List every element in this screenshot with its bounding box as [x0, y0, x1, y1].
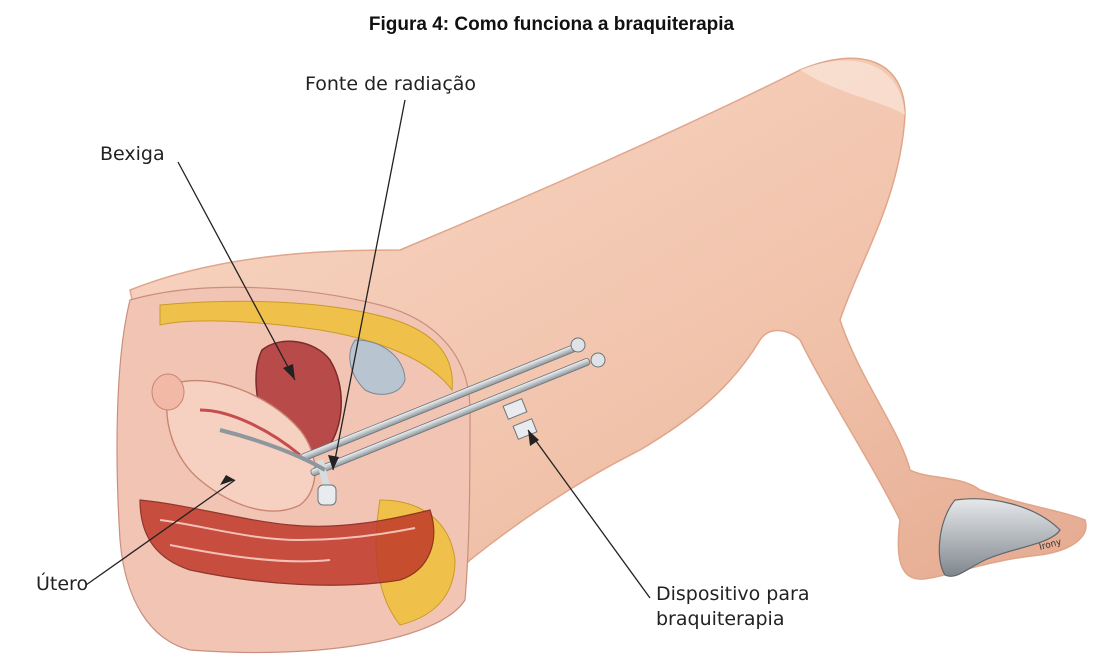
label-brachytherapy-device: Dispositivo para braquiterapia: [656, 582, 809, 632]
label-uterus: Útero: [36, 572, 88, 597]
label-device-line2: braquiterapia: [656, 607, 809, 632]
label-bladder: Bexiga: [100, 142, 165, 167]
label-device-line1: Dispositivo para: [656, 582, 809, 607]
label-radiation-source: Fonte de radiação: [305, 72, 476, 97]
